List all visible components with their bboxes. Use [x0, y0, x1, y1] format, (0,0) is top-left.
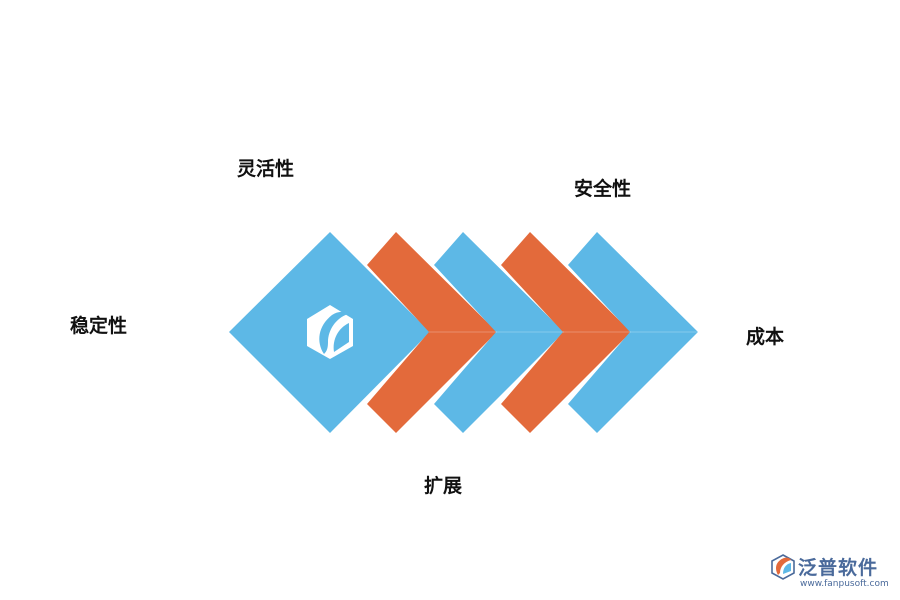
brand-watermark: 泛普软件 www.fanpusoft.com: [770, 552, 894, 596]
chevron-2-blue: [434, 232, 564, 433]
label-stability: 稳定性: [70, 315, 128, 337]
label-cost: 成本: [746, 326, 785, 348]
chevron-4-blue: [568, 232, 698, 433]
label-security: 安全性: [574, 178, 632, 200]
watermark-url: www.fanpusoft.com: [800, 579, 889, 589]
hexagon-leaf-logo-icon: [307, 305, 353, 359]
watermark-brand-text: 泛普软件: [798, 557, 879, 579]
label-extension: 扩展: [424, 475, 463, 497]
chevron-1-orange: [367, 232, 497, 433]
fanpu-logo-icon: [771, 554, 795, 580]
chevron-3-orange: [501, 232, 631, 433]
label-flexibility: 灵活性: [237, 158, 295, 180]
